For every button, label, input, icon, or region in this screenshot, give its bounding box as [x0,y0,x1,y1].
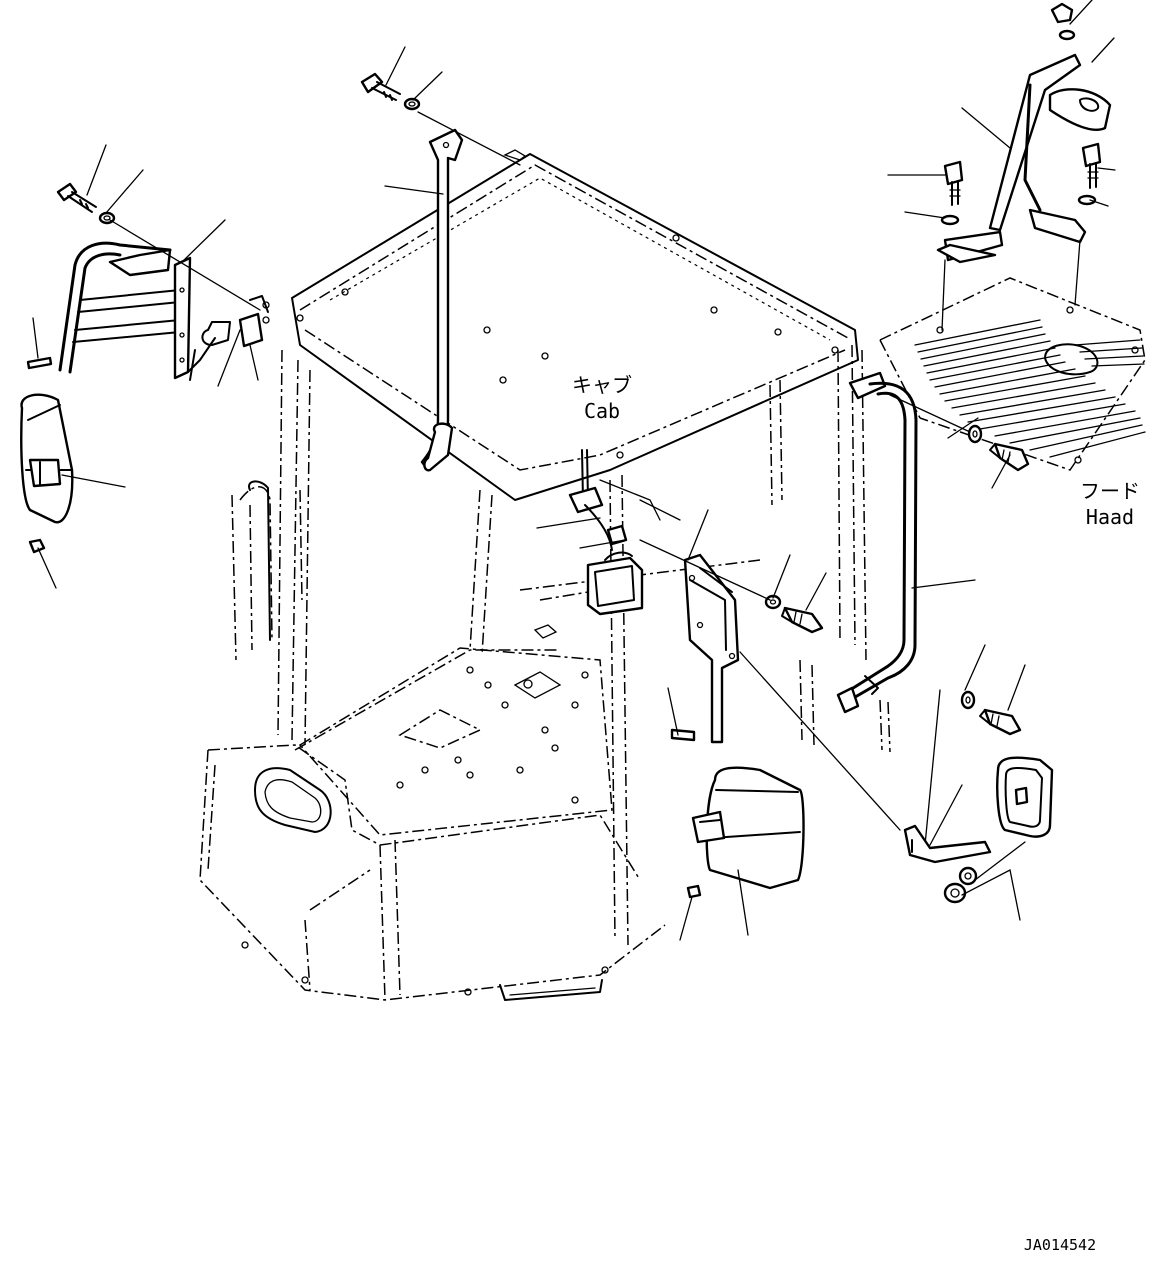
center-right-mirror-stay [639,539,901,831]
figure-code: JA014542 [1023,1236,1097,1254]
hood-panel [879,2,1146,471]
cab-base [199,744,666,1001]
cab-roof [291,149,859,501]
right-grab-rail [836,371,1030,714]
cab-label-jp: キャブ [572,373,632,397]
work-lamp-assembly [568,449,681,616]
left-mirror-assembly [20,182,270,554]
center-mirror [686,766,805,899]
cab-floor [298,624,613,836]
hood-grille [914,319,1146,458]
hood-label-en: Haad [1085,505,1135,529]
top-center-stay [360,72,521,472]
lower-right-mirror [903,689,1054,904]
hood-label-jp: フード [1080,479,1140,503]
leader-lines [32,0,1116,941]
cab-label-en: Cab [583,399,621,423]
